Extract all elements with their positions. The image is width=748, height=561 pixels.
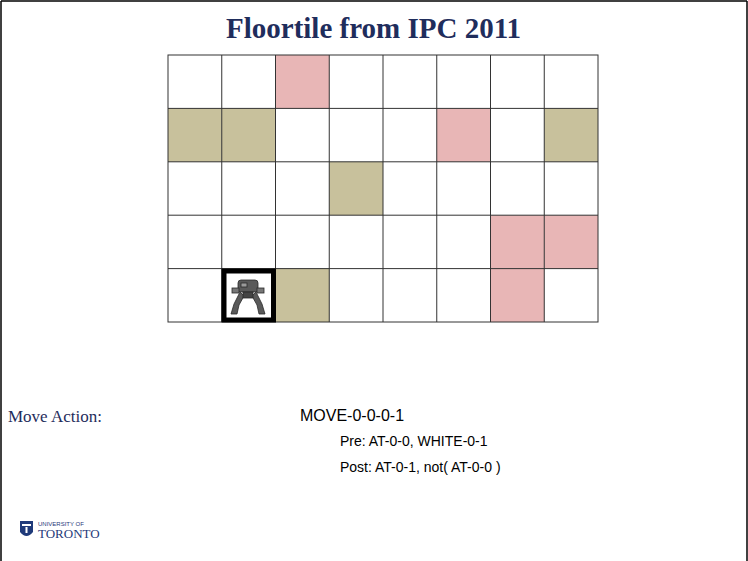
- logo-text: TORONTO: [38, 527, 100, 542]
- postcondition: Post: AT-0-1, not( AT-0-0 ): [340, 459, 501, 475]
- robot-icon: [231, 280, 265, 314]
- university-crest: [20, 521, 33, 536]
- slide-title: Floortile from IPC 2011: [226, 12, 521, 45]
- action-heading: Move Action:: [8, 407, 102, 427]
- floor-tiles: [168, 55, 598, 322]
- robot-cell: [224, 271, 274, 320]
- grid-lines: [168, 55, 598, 322]
- precondition: Pre: AT-0-0, WHITE-0-1: [340, 433, 488, 449]
- action-name: MOVE-0-0-0-1: [300, 407, 404, 425]
